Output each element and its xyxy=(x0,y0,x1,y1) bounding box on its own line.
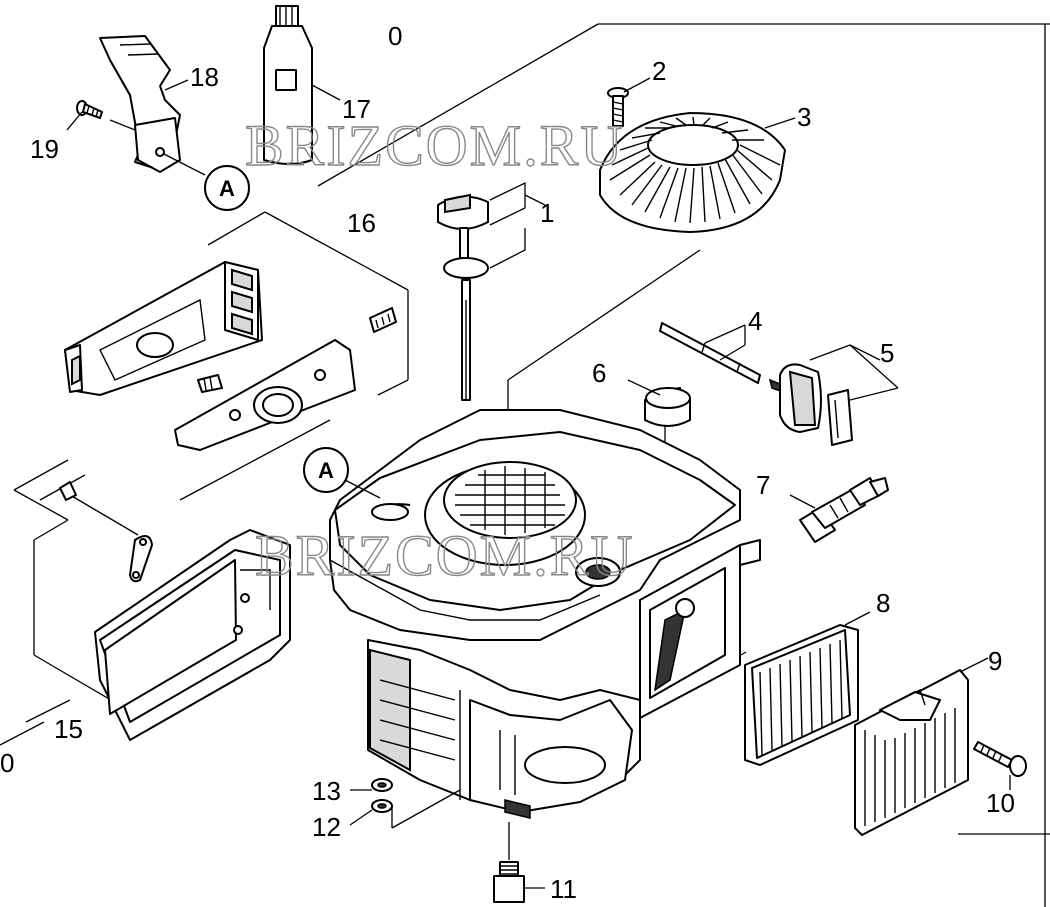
label-8: 8 xyxy=(876,588,890,618)
muffler-assembly xyxy=(59,481,291,741)
label-4: 4 xyxy=(748,306,762,336)
stud-11 xyxy=(493,822,545,903)
dipstick xyxy=(437,181,546,401)
label-3: 3 xyxy=(797,102,811,132)
heat-shield xyxy=(64,261,263,396)
screw-19 xyxy=(66,100,103,131)
label-2: 2 xyxy=(652,56,666,86)
nut-13 xyxy=(350,778,393,792)
label-6: 6 xyxy=(592,358,606,388)
engine-block xyxy=(329,409,761,819)
label-0-left: 0 xyxy=(0,748,14,778)
watermark-middle: BRIZCOM.RU xyxy=(255,523,634,588)
watermark-top: BRIZCOM.RU xyxy=(245,113,624,178)
label-13: 13 xyxy=(312,776,341,806)
part-numbers: 0 1 2 3 4 5 6 7 8 9 10 11 12 13 15 16 17… xyxy=(0,21,1015,904)
filter-cover xyxy=(854,657,989,836)
oil-bottle xyxy=(263,5,341,165)
spark-plug xyxy=(789,477,889,543)
callout-a-middle: A xyxy=(303,447,349,493)
label-11: 11 xyxy=(550,874,577,904)
label-16: 16 xyxy=(347,208,376,238)
shaft-4 xyxy=(659,322,761,384)
chute-18 xyxy=(99,35,189,173)
svg-text:A: A xyxy=(318,458,334,483)
air-filter-element xyxy=(744,611,871,766)
label-10: 10 xyxy=(986,788,1015,818)
label-0-top: 0 xyxy=(388,21,402,51)
label-5: 5 xyxy=(880,338,894,368)
bolt-10 xyxy=(973,741,1027,790)
callout-a-top: A xyxy=(204,165,250,211)
label-17: 17 xyxy=(342,94,371,124)
label-18: 18 xyxy=(190,62,219,92)
label-7: 7 xyxy=(756,470,770,500)
label-1: 1 xyxy=(540,198,554,228)
screw-2 xyxy=(607,77,651,127)
gasket-plate xyxy=(174,339,356,451)
bolts-16 xyxy=(197,307,397,393)
washer-12 xyxy=(349,789,461,829)
handle-knob xyxy=(768,344,899,446)
label-15: 15 xyxy=(54,714,83,744)
svg-text:A: A xyxy=(219,176,235,201)
label-9: 9 xyxy=(988,646,1002,676)
label-12: 12 xyxy=(312,812,341,842)
fuel-cap xyxy=(627,379,691,427)
label-19: 19 xyxy=(30,134,59,164)
fan-cover xyxy=(599,112,796,233)
